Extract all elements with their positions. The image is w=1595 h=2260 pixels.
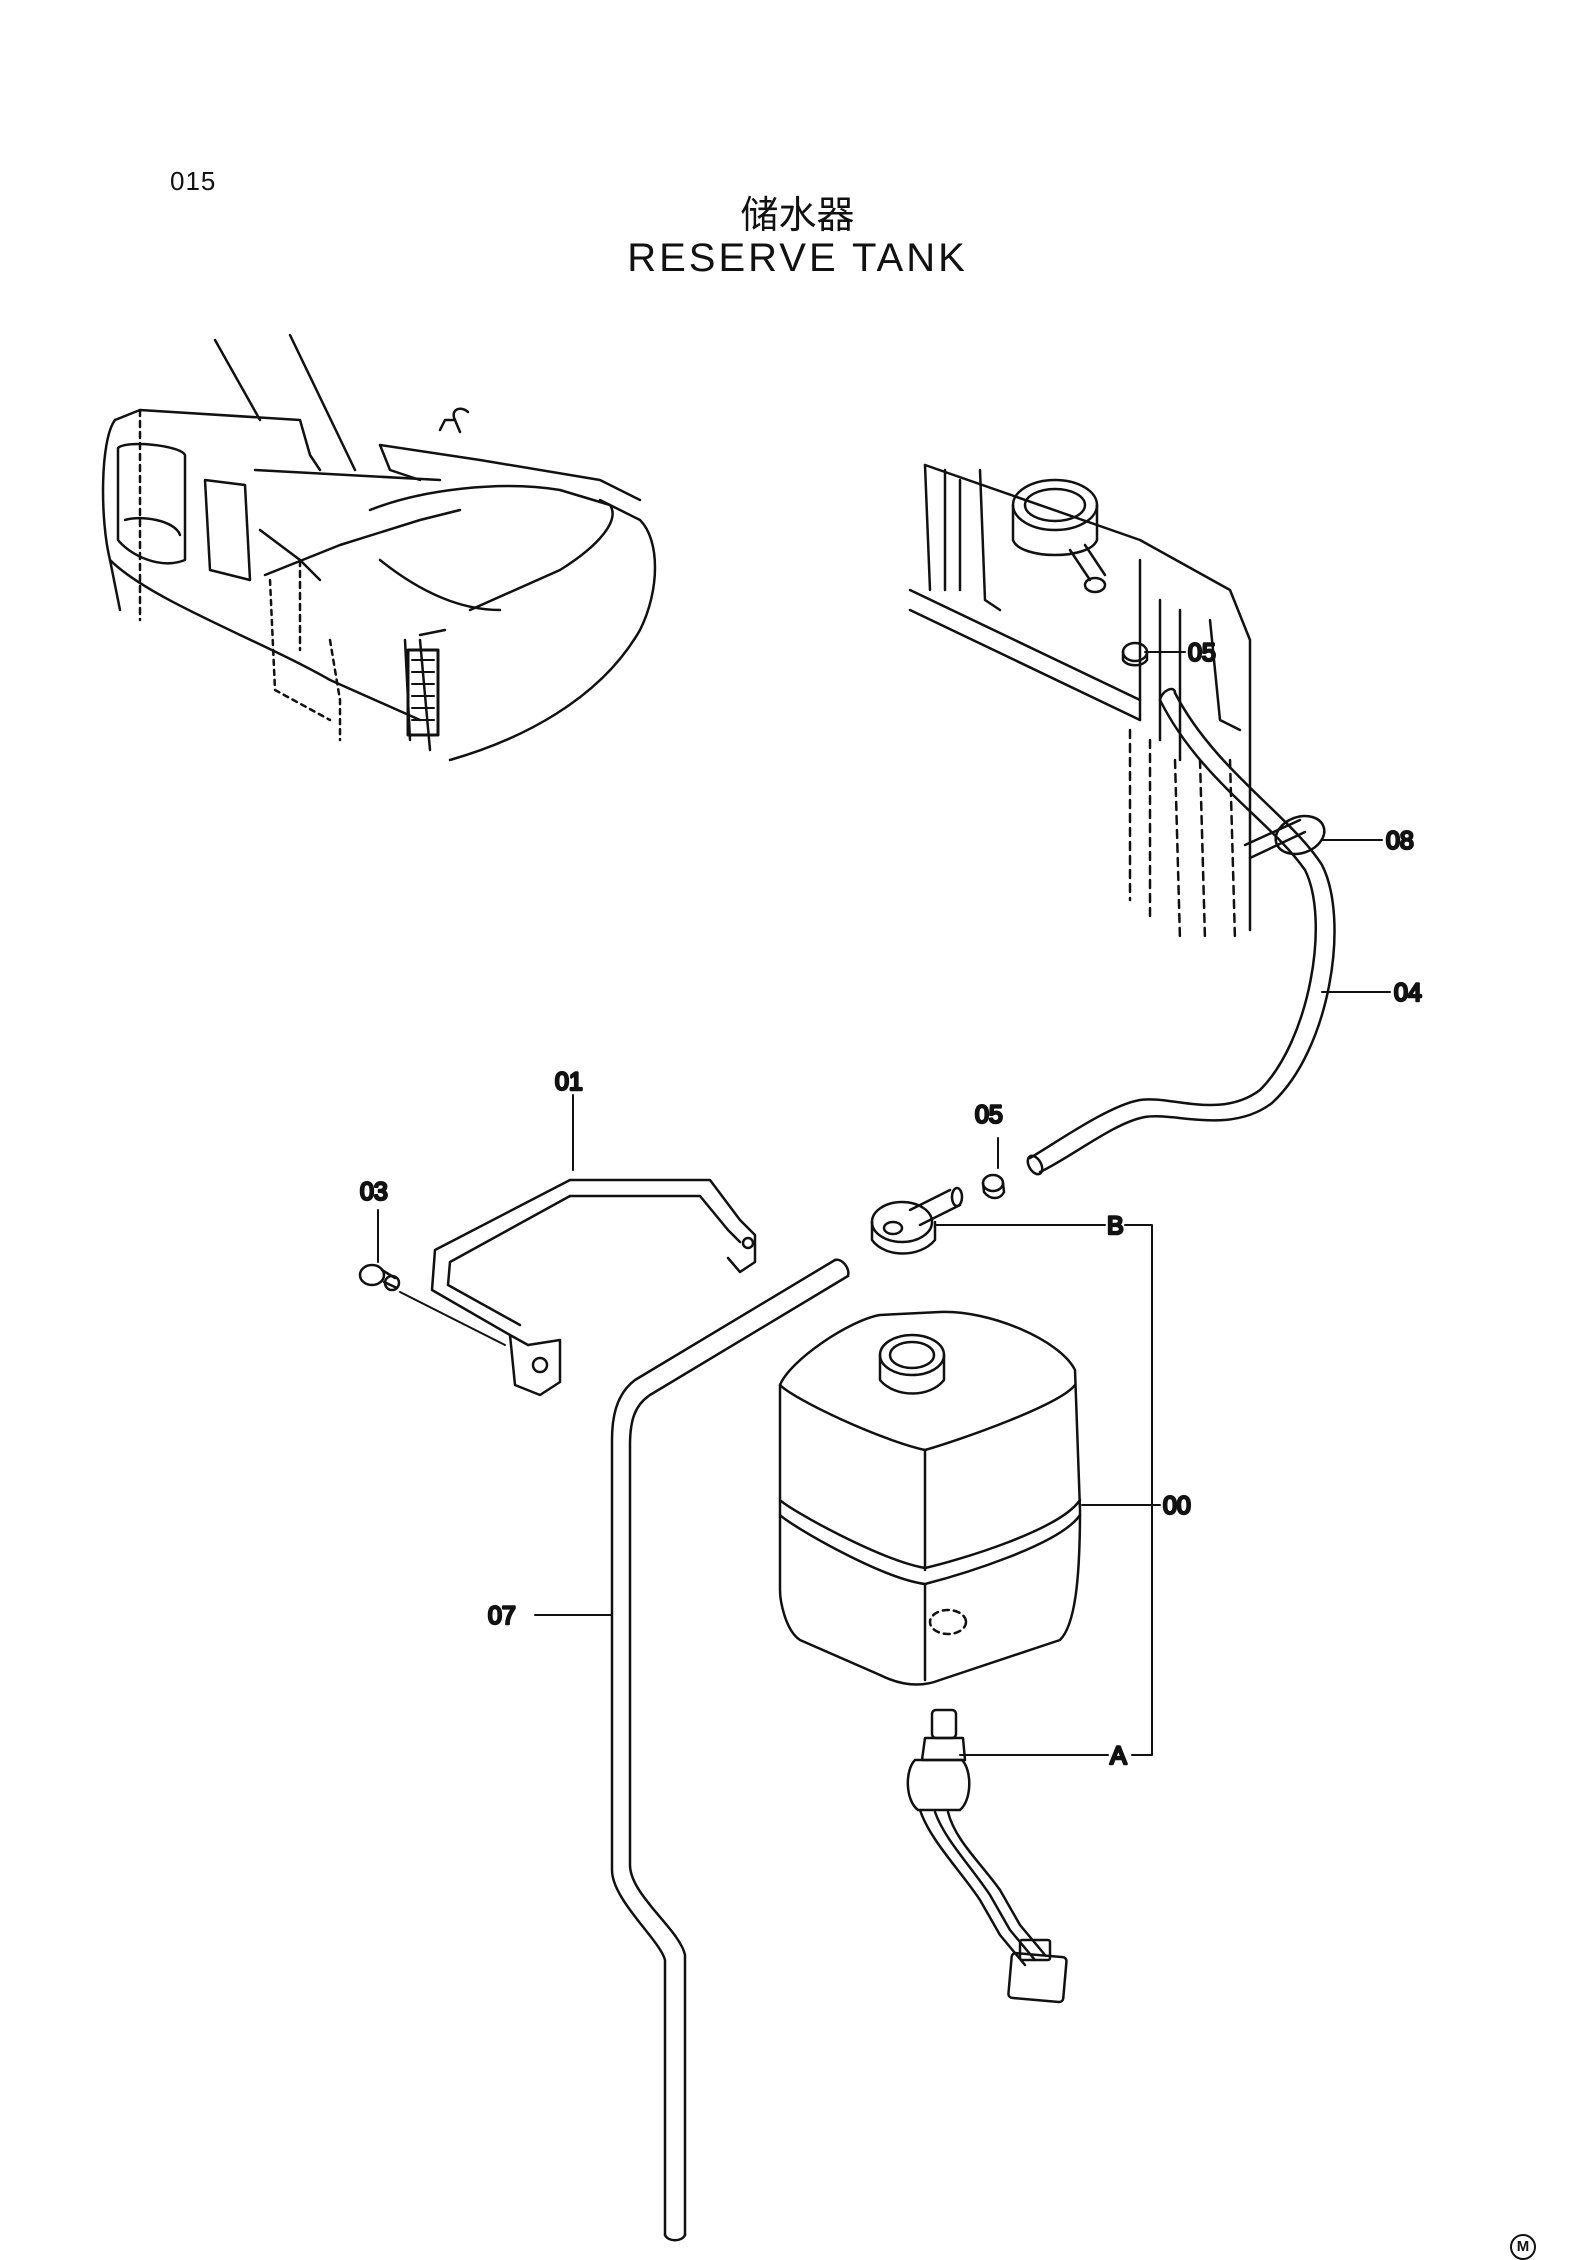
- hose-04: [1026, 687, 1336, 1176]
- leader-lines: [377, 651, 1391, 1756]
- callout-07: 07: [488, 1602, 516, 1630]
- radiator-assembly: [908, 463, 1252, 942]
- callout-00: 00: [1163, 1492, 1191, 1520]
- pipe-07: [610, 1258, 850, 2242]
- corner-mark: M: [1510, 2234, 1536, 2260]
- excavator-overview: [101, 333, 657, 762]
- callout-05-top: 05: [1188, 639, 1216, 667]
- cap-b: [870, 1173, 1006, 1255]
- callout-b: B: [1107, 1212, 1124, 1240]
- callout-03: 03: [360, 1178, 388, 1206]
- bolt-03: [358, 1263, 506, 1346]
- callout-04: 04: [1394, 979, 1422, 1007]
- title-english: RESERVE TANK: [627, 236, 968, 280]
- callout-08: 08: [1386, 827, 1414, 855]
- callout-05-mid: 05: [975, 1101, 1003, 1129]
- level-sensor-a: [906, 1708, 1068, 2004]
- bracket-01: [430, 1178, 757, 1397]
- reserve-tank-00: [778, 1310, 1082, 1686]
- page-number: 015: [170, 166, 217, 196]
- callout-a: A: [1110, 1742, 1127, 1770]
- title-chinese: 储水器: [740, 193, 855, 237]
- callout-01: 01: [555, 1068, 583, 1096]
